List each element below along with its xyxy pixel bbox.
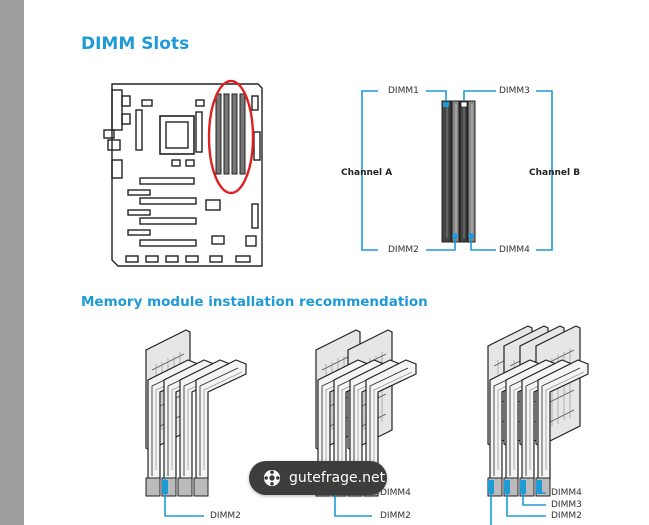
config1-label-dimm2: DIMM2 (210, 511, 241, 521)
label-dimm4: DIMM4 (499, 245, 530, 255)
config2-label-dimm4: DIMM4 (380, 488, 411, 498)
config2-label-dimm2: DIMM2 (380, 511, 411, 521)
label-channel-a: Channel A (341, 168, 393, 178)
section-heading-installation: Memory module installation recommendatio… (81, 294, 428, 310)
label-channel-b: Channel B (529, 168, 581, 178)
toast-text: gutefrage.net (289, 470, 386, 486)
gutefrage-toast[interactable]: gutefrage.net (249, 461, 387, 495)
document-page (24, 0, 649, 525)
config3-label-dimm3: DIMM3 (551, 500, 582, 510)
label-dimm3: DIMM3 (499, 86, 530, 96)
label-dimm2: DIMM2 (388, 245, 419, 255)
viewer-gutter (0, 0, 24, 525)
config3-label-dimm2: DIMM2 (551, 511, 582, 521)
label-dimm1: DIMM1 (388, 86, 419, 96)
section-heading-dimm-slots: DIMM Slots (81, 34, 190, 54)
config3-label-dimm4: DIMM4 (551, 488, 582, 498)
gutefrage-logo-icon (263, 469, 281, 487)
